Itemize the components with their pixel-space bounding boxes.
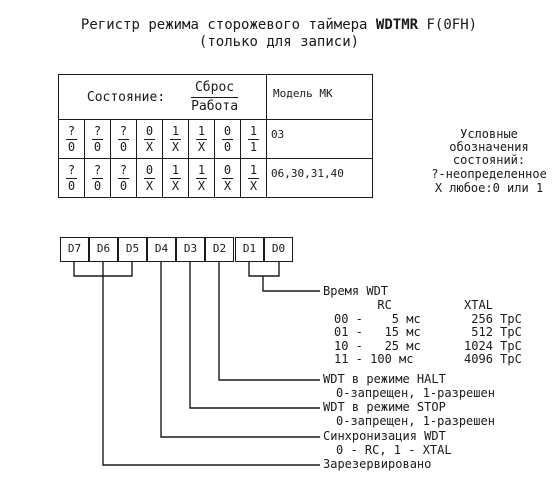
bit-cell: ?0 — [84, 158, 111, 198]
title-suffix: F(0FH) — [418, 17, 478, 33]
stop-line — [189, 262, 320, 409]
reserved-line — [102, 276, 320, 466]
legend-line: Условные — [460, 127, 518, 141]
halt-sub: 0-запрещен, 1-разрешен — [336, 386, 495, 400]
bit-reset-value: 0 — [143, 123, 156, 140]
state-header-cell: Состояние: Сброс Работа — [58, 74, 267, 120]
bit-work-value: 0 — [67, 139, 76, 154]
bit-reset-value: 0 — [221, 162, 234, 179]
register-subtitle: (только для записи) — [198, 34, 360, 50]
wdt-time-line — [262, 276, 320, 292]
bit-work-value: X — [197, 139, 206, 154]
title-register-name: WDTMR — [375, 17, 419, 33]
bit-reset-value: ? — [91, 123, 104, 140]
bit-work-value: 1 — [249, 139, 258, 154]
bit-reset-value: ? — [117, 162, 130, 179]
bit-cell: ?0 — [58, 158, 85, 198]
bit-box-d5: D5 — [118, 237, 147, 262]
bit-box-d1: D1 — [235, 237, 264, 262]
bit-work-value: X — [249, 178, 258, 193]
bit-work-value: X — [223, 178, 232, 193]
wdt-time-title: Время WDT — [323, 284, 389, 298]
wdt-time-header: RC XTAL — [334, 298, 493, 312]
bit-box-d4: D4 — [147, 237, 176, 262]
bit-work-value: 0 — [93, 178, 102, 193]
register-title: Регистр режима сторожевого таймера WDTMR… — [0, 17, 558, 33]
bit-reset-value: 0 — [143, 162, 156, 179]
bit-box-d2: D2 — [205, 237, 234, 262]
wdt-time-row: 00 - 5 мс 256 TpC — [334, 312, 522, 326]
bit-reset-value: ? — [91, 162, 104, 179]
bit-reset-value: ? — [117, 123, 130, 140]
legend-line: ?-неопределенное — [431, 167, 547, 181]
wdt-time-row: 01 - 15 мс 512 TpC — [334, 325, 522, 339]
wdt-time-row: 10 - 25 мс 1024 TpC — [334, 339, 522, 353]
bit-reset-value: 1 — [195, 162, 208, 179]
bit-reset-value: ? — [65, 123, 78, 140]
bit-reset-value: 1 — [247, 162, 260, 179]
bit-box-d6: D6 — [89, 237, 118, 262]
bit-work-value: 0 — [119, 139, 128, 154]
bit-reset-value: 1 — [169, 162, 182, 179]
bit-reset-value: 1 — [195, 123, 208, 140]
title-prefix: Регистр режима сторожевого таймера — [80, 17, 376, 33]
bit-work-value: 0 — [223, 139, 232, 154]
model-cell: 03 — [266, 119, 373, 159]
bit-cell: ?0 — [84, 119, 111, 159]
bit-work-value: 0 — [93, 139, 102, 154]
bit-work-value: X — [171, 178, 180, 193]
table-header-row: Состояние: Сброс Работа Модель МК — [58, 74, 373, 120]
work-label: Работа — [191, 98, 239, 114]
stop-sub: 0-запрещен, 1-разрешен — [336, 414, 495, 428]
bit-reset-value: 0 — [221, 123, 234, 140]
sync-title: Синхронизация WDT — [323, 429, 446, 443]
reserved-title: Зарезервировано — [323, 457, 432, 471]
legend-line: состояний: — [452, 153, 526, 167]
legend-line: X любое:0 или 1 — [434, 181, 544, 195]
bit-box-d0: D0 — [264, 237, 293, 262]
halt-title: WDT в режиме HALT — [323, 372, 446, 386]
bit-work-value: X — [171, 139, 180, 154]
halt-line — [218, 262, 320, 381]
sync-line — [160, 262, 320, 438]
reset-label: Сброс — [190, 79, 239, 98]
sync-sub: 0 - RC, 1 - XTAL — [336, 443, 452, 457]
bit-reset-value: 1 — [247, 123, 260, 140]
bit-reset-value: 1 — [169, 123, 182, 140]
reset-work-fraction: Сброс Работа — [190, 79, 239, 116]
bit-box-d7: D7 — [60, 237, 89, 262]
wdt-time-row: 11 - 100 мс 4096 TpC — [334, 352, 522, 366]
bit-work-value: X — [145, 178, 154, 193]
model-cell: 06,30,31,40 — [266, 158, 373, 198]
bit-cell: ?0 — [58, 119, 85, 159]
bit-work-value: 0 — [67, 178, 76, 193]
legend-line: обозначения — [449, 140, 529, 154]
bit-box-d3: D3 — [176, 237, 205, 262]
bit-work-value: 0 — [119, 178, 128, 193]
stop-title: WDT в режиме STOP — [323, 400, 446, 414]
state-table: Состояние: Сброс Работа Модель МК ?0 ?0 … — [58, 74, 373, 198]
bit-reset-value: ? — [65, 162, 78, 179]
wdt-time-bracket — [248, 262, 280, 277]
bit-work-value: X — [197, 178, 206, 193]
model-header-cell: Модель МК — [266, 74, 373, 120]
bit-cell: ?0 — [110, 119, 137, 159]
state-label: Состояние: — [86, 89, 166, 105]
bit-work-value: X — [145, 139, 154, 154]
